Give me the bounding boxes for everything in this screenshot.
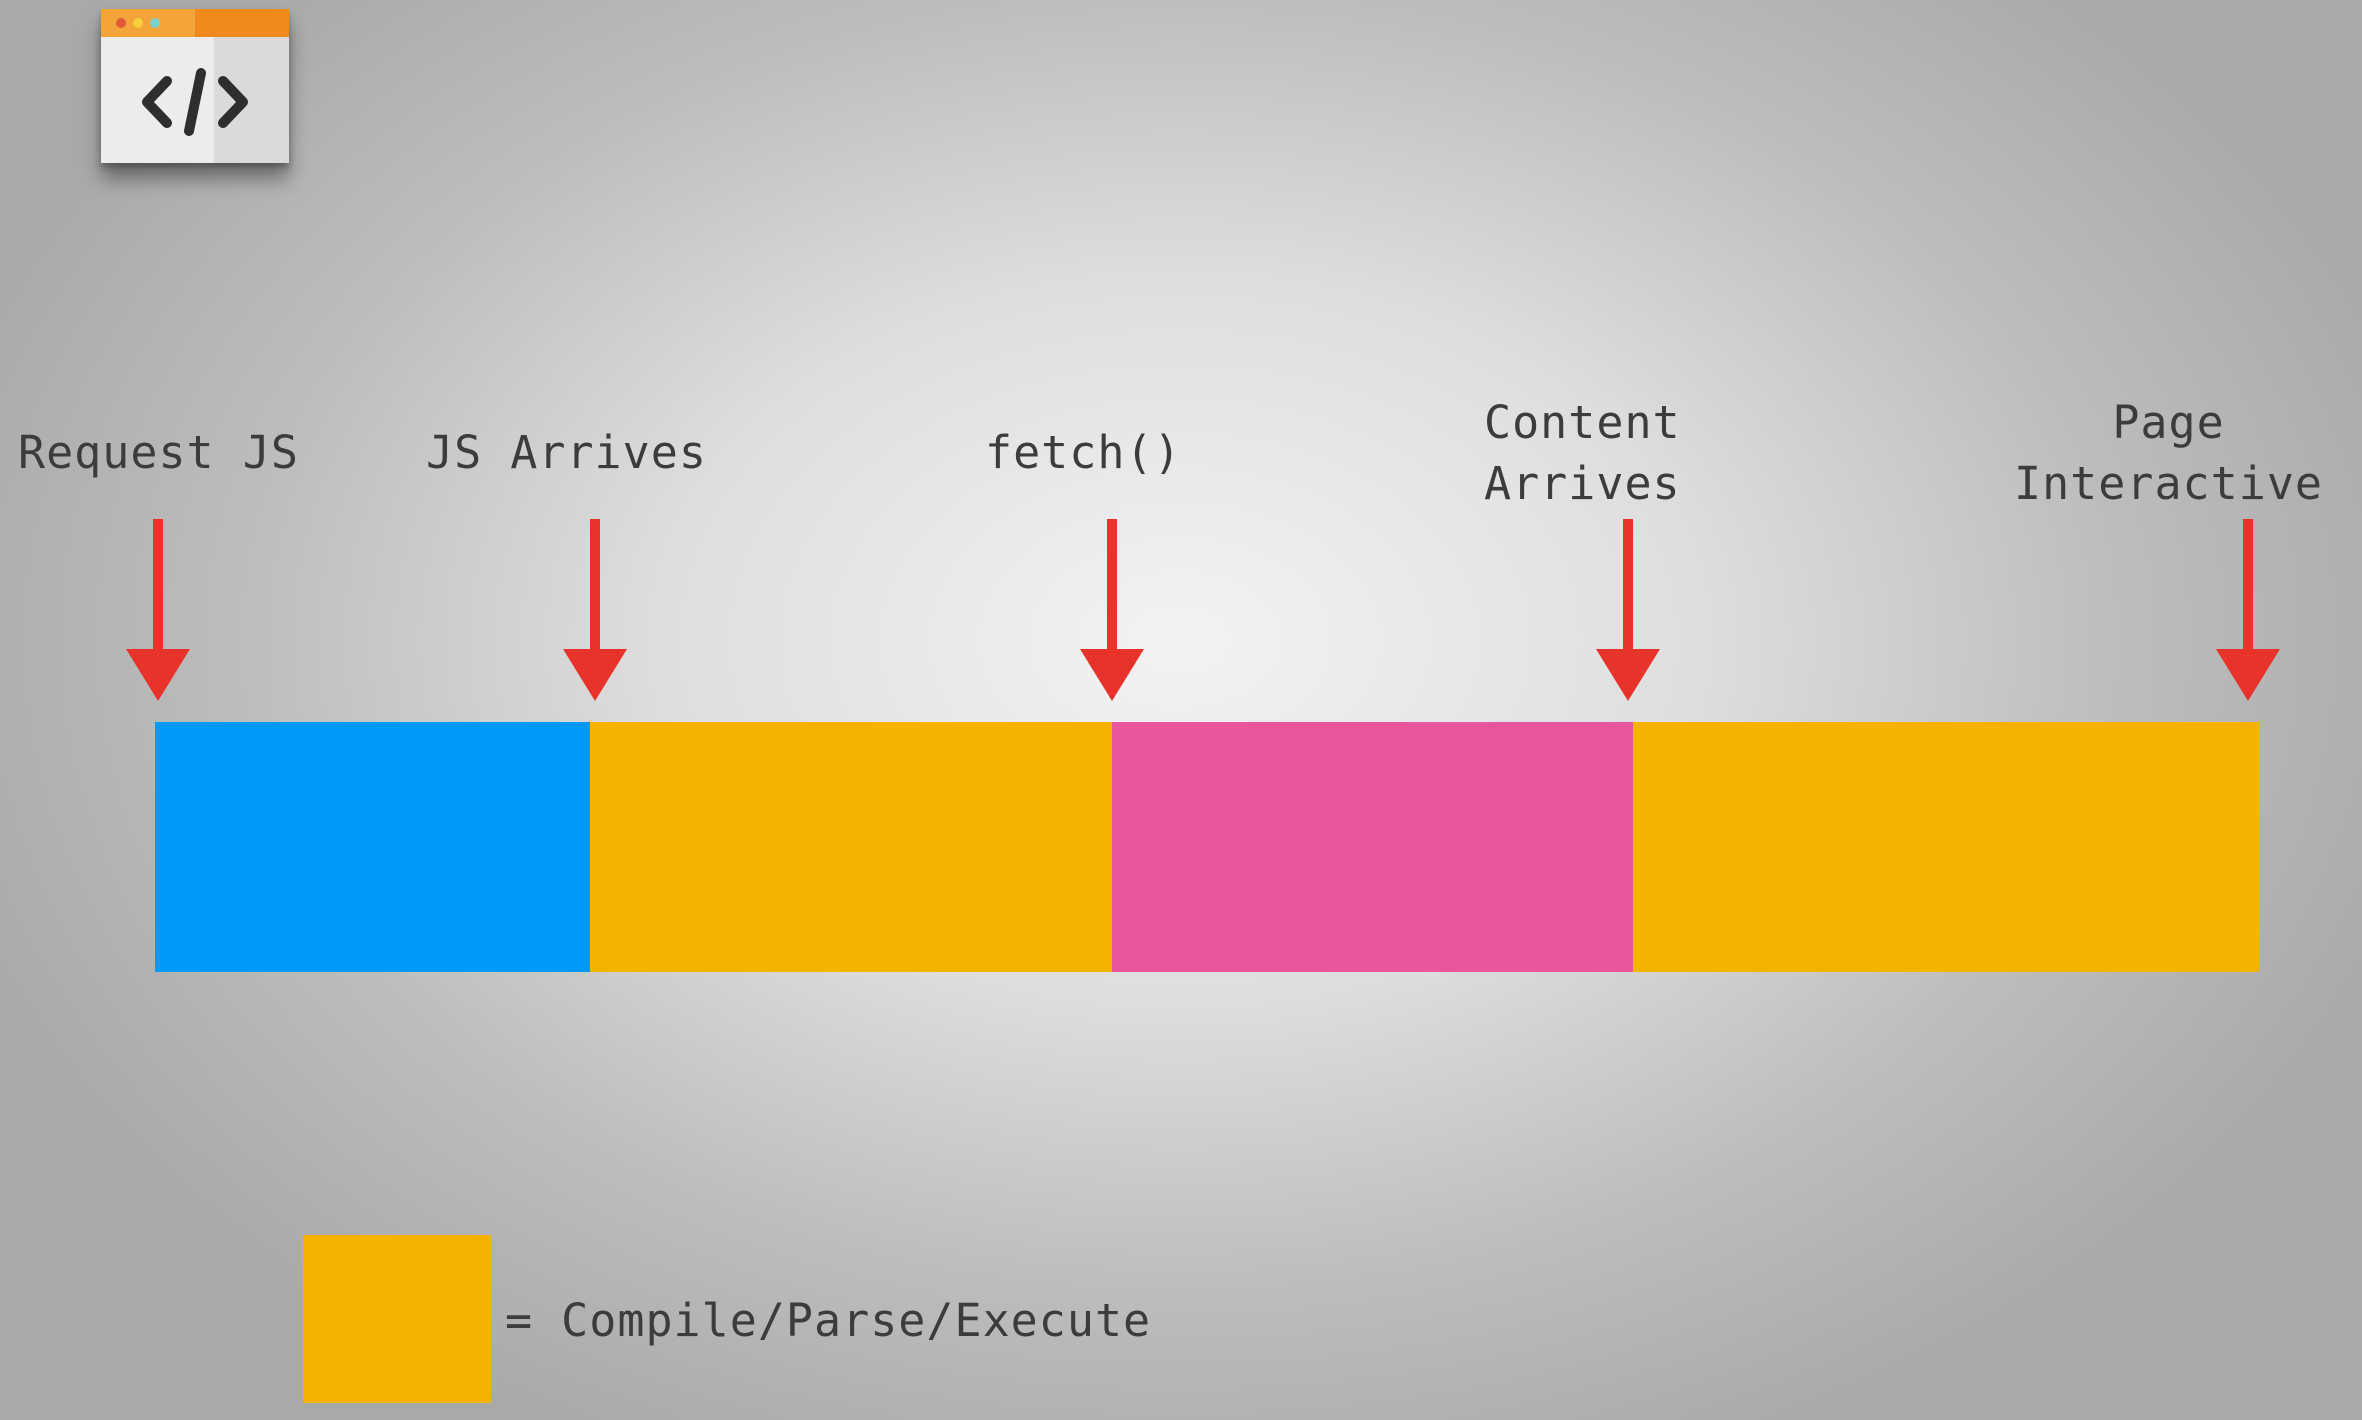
legend-label: = Compile/Parse/Execute — [505, 1294, 1152, 1347]
milestone-label-page-interactive: Page Interactive — [2014, 392, 2323, 514]
milestone-label-request-js: Request JS — [18, 422, 299, 483]
down-arrow-icon — [1080, 519, 1144, 701]
milestone-label-line: JS Arrives — [426, 426, 707, 479]
milestone-label-fetch: fetch() — [985, 422, 1182, 483]
down-arrow-icon — [126, 519, 190, 701]
window-dot-teal — [150, 18, 160, 28]
down-arrow-icon — [2216, 519, 2280, 701]
legend-swatch — [303, 1235, 491, 1403]
segment-download-js — [155, 722, 590, 972]
milestone-label-line: Interactive — [2014, 457, 2324, 510]
milestone-label-line: Page — [2112, 396, 2225, 449]
code-browser-logo — [101, 9, 289, 163]
down-arrow-icon — [563, 519, 627, 701]
milestone-label-line: Request JS — [18, 426, 299, 479]
window-dot-yellow — [133, 18, 143, 28]
milestone-label-js-arrives: JS Arrives — [426, 422, 707, 483]
window-dot-red — [116, 18, 126, 28]
milestone-label-line: fetch() — [985, 426, 1182, 479]
code-brackets-icon — [142, 68, 248, 136]
segment-fetch-content — [1112, 722, 1633, 972]
milestone-label-content-arrives: Content Arrives — [1484, 392, 1681, 514]
timeline-bar — [155, 722, 2259, 972]
down-arrow-icon — [1596, 519, 1660, 701]
milestone-label-line: Arrives — [1484, 457, 1681, 510]
logo-title-bar — [101, 9, 289, 37]
segment-compile-parse-execute — [1633, 722, 2259, 972]
milestone-label-line: Content — [1484, 396, 1681, 449]
segment-compile-parse-execute — [590, 722, 1112, 972]
